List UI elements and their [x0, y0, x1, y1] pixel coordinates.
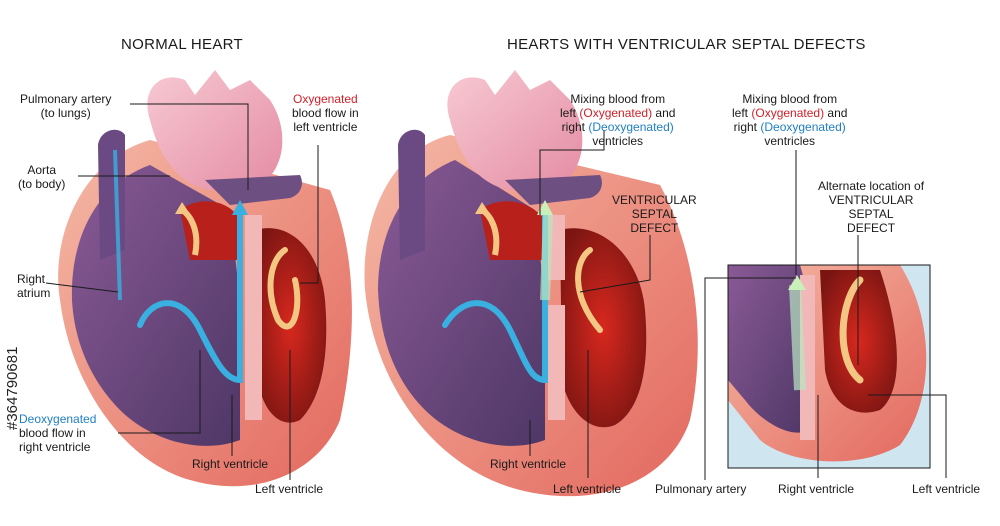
title-vsd: HEARTS WITH VENTRICULAR SEPTAL DEFECTS: [507, 36, 866, 53]
deoxygenated-flow: [137, 207, 243, 384]
label-pulmonary-artery-inset: Pulmonary artery: [655, 482, 747, 496]
label-alternate-vsd: Alternate location of VENTRICULAR SEPTAL…: [818, 179, 925, 235]
aorta-vessel: [447, 70, 583, 190]
leader-lines: [45, 103, 947, 480]
label-mixing-blood: Mixing blood from left (Oxygenated) and …: [560, 92, 676, 148]
septum-with-defect: [548, 215, 565, 420]
label-aorta: Aorta (to body): [18, 163, 66, 191]
label-right-ventricle-inset: Right ventricle: [778, 482, 855, 496]
oxygenated-flow: [267, 247, 301, 330]
inset-alternate-location: [727, 264, 931, 469]
normal-heart: [58, 70, 352, 487]
label-deoxygenated-flow: Deoxygenated blood flow in right ventric…: [19, 412, 97, 454]
label-right-ventricle-vsd: Right ventricle: [490, 457, 567, 471]
left-ventricle-chamber: [560, 228, 647, 428]
label-right-ventricle: Right ventricle: [192, 457, 269, 471]
label-mixing-blood-inset: Mixing blood from left (Oxygenated) and …: [732, 92, 848, 148]
vsd-heart: [364, 70, 698, 497]
oxygenated-flow: [575, 247, 603, 333]
right-heart: [728, 265, 810, 433]
label-vsd: VENTRICULAR SEPTAL DEFECT: [612, 193, 697, 235]
label-left-ventricle-vsd: Left ventricle: [553, 482, 622, 496]
label-pulmonary-artery: Pulmonary artery (to lungs): [20, 92, 112, 120]
aorta-vessel: [147, 70, 283, 190]
label-oxygenated-flow: Oxygenated blood flow in left ventricle: [292, 92, 359, 134]
septum: [245, 215, 262, 420]
mixing-flow: [442, 207, 548, 384]
label-left-ventricle-inset: Left ventricle: [912, 482, 981, 496]
deoxygenated-flow-2: [113, 149, 122, 301]
label-right-atrium: Right atrium: [17, 272, 51, 300]
superior-vena-cava: [98, 129, 125, 260]
pulmonary-artery-vessel: [205, 175, 302, 205]
watermark-id: #364790681: [4, 346, 21, 430]
title-normal-heart: NORMAL HEART: [121, 36, 243, 53]
label-left-ventricle: Left ventricle: [255, 482, 324, 496]
